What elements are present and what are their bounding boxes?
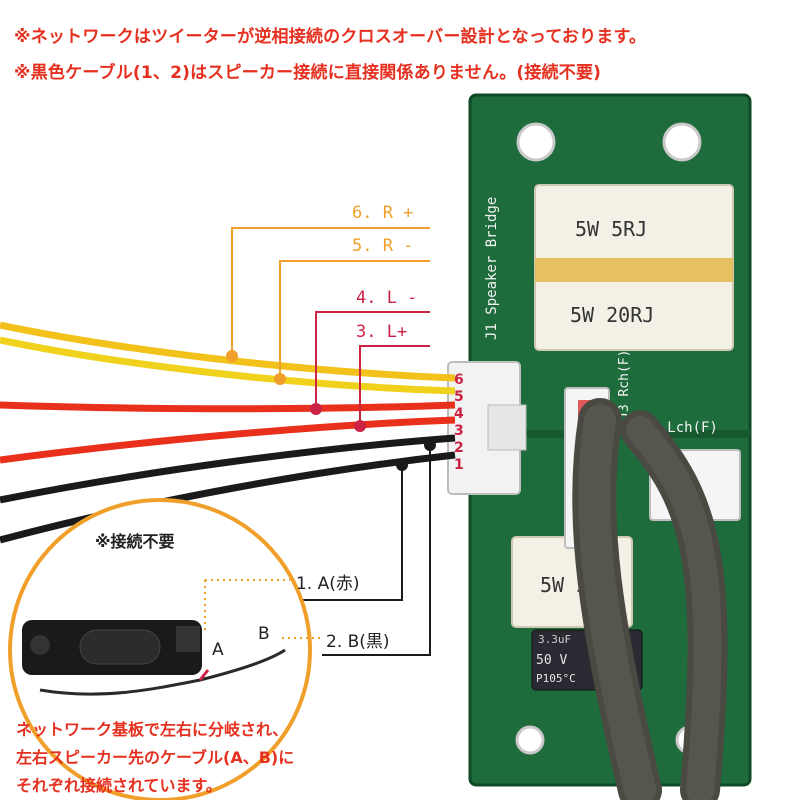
resistor-label-20rj: 5W 20RJ [570, 303, 654, 327]
mount-hole [515, 725, 545, 755]
note-line-1: ※ネットワークはツイーターが逆相接続のクロスオーバー設計となっております。 [14, 27, 647, 47]
pin-2: 2 [454, 440, 464, 456]
cap-top-label: 3.3uF [538, 633, 571, 646]
leader-lines [226, 227, 436, 656]
foam-cable [572, 398, 728, 800]
wire-label-5: 5. R - [352, 236, 413, 256]
speaker-icon [22, 620, 202, 675]
resistor-upper: 5W 5RJ 5W 20RJ [534, 184, 734, 351]
wire-label-3: 3. L+ [356, 322, 407, 342]
pcb-rch-label: J3 Rch(F) [617, 350, 632, 420]
bottom-note-2: 左右スピーカー先のケーブル(A、B)に [16, 748, 295, 767]
pin-6: 6 [454, 372, 464, 388]
wire-3-red [0, 416, 456, 464]
wire-2-black [0, 434, 456, 504]
label-a-red: 1. A(赤) [296, 574, 360, 594]
bottom-note-3: それぞれ接続されています。 [16, 776, 222, 795]
pin-3: 3 [454, 423, 464, 439]
note-line-2: ※黒色ケーブル(1、2)はスピーカー接続に直接関係ありません。(接続不要) [14, 63, 602, 83]
mount-hole [516, 122, 556, 162]
label-b-short: B [258, 624, 270, 644]
mount-hole [662, 122, 702, 162]
pin-numbers: 6 5 4 3 2 1 [454, 372, 464, 473]
wire-label-6: 6. R + [352, 203, 413, 223]
label-a-short: A [212, 640, 224, 660]
cap-temp-label: P105°C [536, 672, 576, 685]
resistor-label-5rj: 5W 5RJ [575, 217, 647, 241]
connector-j1 [447, 361, 527, 495]
wire-5-yellow [0, 336, 456, 395]
callout-circle [8, 498, 320, 800]
pcb-bridge-label: J1 Speaker Bridge [484, 197, 500, 340]
wire-label-4: 4. L - [356, 288, 417, 308]
wire-6-yellow [0, 321, 456, 382]
bottom-note-1: ネットワーク基板で左右に分岐され、 [16, 720, 289, 739]
pin-1: 1 [454, 457, 464, 473]
wire-4-red [0, 401, 456, 413]
label-b-black: 2. B(黒) [326, 632, 390, 652]
callout-title: ※接続不要 [95, 532, 175, 551]
cap-voltage-label: 50 V [536, 653, 567, 668]
pin-5: 5 [454, 389, 464, 405]
pin-4: 4 [454, 406, 464, 422]
